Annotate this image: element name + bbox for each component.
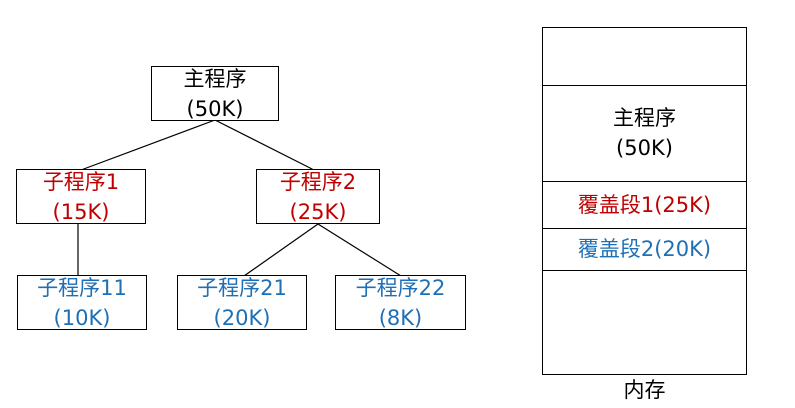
node-subprogram-1-name: 子程序1 bbox=[42, 169, 120, 194]
node-subprogram-22: 子程序22 (8K) bbox=[335, 275, 466, 330]
node-subprogram-22-name: 子程序22 bbox=[355, 275, 446, 300]
node-subprogram-21-name: 子程序21 bbox=[197, 275, 287, 300]
node-subprogram-22-size: (8K) bbox=[378, 305, 423, 330]
edge-sub2-sub22 bbox=[317, 223, 402, 277]
memory-divider-top bbox=[543, 85, 746, 86]
node-main-program: 主程序 (50K) bbox=[151, 66, 279, 121]
node-subprogram-21: 子程序21 (20K) bbox=[177, 275, 307, 330]
node-main-program-name: 主程序 bbox=[183, 66, 247, 91]
node-subprogram-21-size: (20K) bbox=[213, 305, 271, 330]
memory-main-program-size: (50K) bbox=[616, 136, 673, 160]
node-subprogram-11-size: (10K) bbox=[53, 305, 111, 330]
edge-root-sub2 bbox=[214, 119, 315, 171]
node-subprogram-11-name: 子程序11 bbox=[37, 275, 127, 300]
memory-overlay-segment-1-label: 覆盖段1(25K) bbox=[577, 192, 712, 217]
node-subprogram-1-size: (15K) bbox=[52, 199, 110, 224]
memory-divider-1 bbox=[543, 181, 746, 182]
node-subprogram-2-name: 子程序2 bbox=[279, 169, 357, 194]
node-subprogram-2-size: (25K) bbox=[289, 199, 347, 224]
memory-block: 主程序 (50K) 覆盖段1(25K) 覆盖段2(20K) bbox=[542, 27, 747, 375]
node-main-program-size: (50K) bbox=[186, 96, 244, 121]
memory-overlay-segment-1: 覆盖段1(25K) bbox=[543, 181, 746, 228]
node-subprogram-1: 子程序1 (15K) bbox=[16, 169, 146, 224]
node-subprogram-11: 子程序11 (10K) bbox=[17, 275, 147, 330]
edge-root-sub1 bbox=[80, 119, 216, 171]
memory-main-program-name: 主程序 bbox=[613, 106, 676, 130]
memory-overlay-segment-2: 覆盖段2(20K) bbox=[543, 228, 746, 270]
memory-overlay-segment-2-label: 覆盖段2(20K) bbox=[577, 237, 712, 261]
edge-sub2-sub21 bbox=[243, 223, 319, 277]
memory-main-program-segment: 主程序 (50K) bbox=[543, 85, 746, 181]
memory-divider-2 bbox=[543, 228, 746, 229]
node-subprogram-2: 子程序2 (25K) bbox=[256, 169, 380, 224]
memory-divider-3 bbox=[543, 270, 746, 271]
memory-caption: 内存 bbox=[623, 378, 666, 402]
